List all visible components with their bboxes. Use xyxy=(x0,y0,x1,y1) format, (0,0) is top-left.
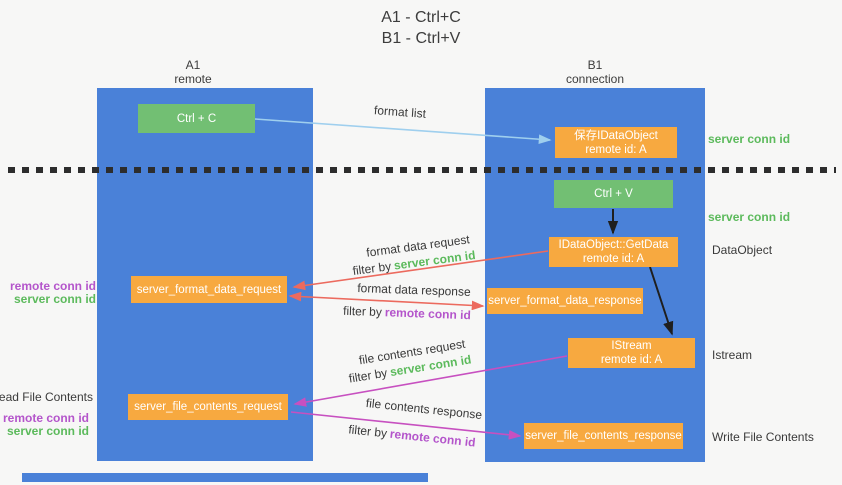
filter-by-text: filter by xyxy=(347,365,389,386)
node-ctrl-v-label: Ctrl + V xyxy=(594,188,633,200)
lifeline-a1-header: A1 remote xyxy=(85,58,301,86)
node-server-file-contents-request-label: server_file_contents_request xyxy=(134,401,282,413)
filter-by-text: filter by xyxy=(347,422,388,441)
left-label-remote-conn-id-top: remote conn id xyxy=(9,279,96,293)
edge-label-format-data-response: format data response xyxy=(357,281,471,299)
node-idataobject-getdata-line1: IDataObject::GetData xyxy=(558,239,669,251)
node-server-file-contents-request: server_file_contents_request xyxy=(128,394,288,420)
node-istream-line1: IStream xyxy=(611,340,652,352)
node-server-file-contents-response-label: server_file_contents_response xyxy=(525,430,682,442)
node-ctrl-c: Ctrl + C xyxy=(138,104,255,133)
node-save-dataobject-line2: remote id: A xyxy=(585,143,647,156)
remote-conn-id-text: remote conn id xyxy=(389,426,477,450)
node-server-format-data-request: server_format_data_request xyxy=(131,276,287,303)
dotted-separator xyxy=(8,167,836,173)
title-line-2: B1 - Ctrl+V xyxy=(381,30,461,47)
lifeline-b1-subtitle: connection xyxy=(565,72,625,86)
node-server-file-contents-response: server_file_contents_response xyxy=(524,423,683,449)
right-label-write-file-contents: Write File Contents xyxy=(712,430,814,444)
node-idataobject-getdata: IDataObject::GetData remote id: A xyxy=(549,237,678,267)
node-save-dataobject: 保存IDataObject remote id: A xyxy=(555,127,677,158)
right-label-istream: Istream xyxy=(712,348,753,362)
node-server-format-data-response: server_format_data_response xyxy=(487,288,643,314)
filter-by-text: filter by xyxy=(351,259,392,279)
node-server-format-data-response-label: server_format_data_response xyxy=(488,295,642,307)
right-label-dataobject: DataObject xyxy=(712,243,773,257)
node-idataobject-getdata-line2: remote id: A xyxy=(582,253,645,265)
node-server-format-data-request-label: server_format_data_request xyxy=(136,283,282,296)
node-save-dataobject-line1: 保存IDataObject xyxy=(574,129,658,142)
filter-by-text: filter by xyxy=(342,303,383,320)
left-label-read-file-contents: Read File Contents xyxy=(0,390,93,404)
node-istream-line2: remote id: A xyxy=(600,354,663,366)
edge-label-format-list: format list xyxy=(373,103,427,121)
bottom-partial-bar xyxy=(22,473,428,482)
right-label-server-conn-id-top: server conn id xyxy=(708,132,791,146)
lifeline-b1-name: B1 xyxy=(587,58,603,72)
edge-label-file-contents-response: file contents response xyxy=(365,395,483,423)
lifeline-b1-header: B1 connection xyxy=(485,58,705,86)
left-label-server-conn-id-top: server conn id xyxy=(13,292,96,306)
diagram-title: A1 - Ctrl+C B1 - Ctrl+V xyxy=(0,7,842,49)
node-ctrl-c-label: Ctrl + C xyxy=(176,112,217,125)
lifeline-a1-subtitle: remote xyxy=(174,72,212,86)
left-label-server-conn-id-bottom: server conn id xyxy=(6,424,89,438)
remote-conn-id-text: remote conn id xyxy=(384,305,472,323)
right-label-server-conn-id-mid: server conn id xyxy=(708,210,791,224)
lifeline-a1-name: A1 xyxy=(185,58,201,72)
node-istream: IStream remote id: A xyxy=(568,338,695,368)
node-ctrl-v: Ctrl + V xyxy=(554,180,673,208)
left-label-remote-conn-id-bottom: remote conn id xyxy=(2,411,89,425)
title-line-1: A1 - Ctrl+C xyxy=(381,9,461,26)
